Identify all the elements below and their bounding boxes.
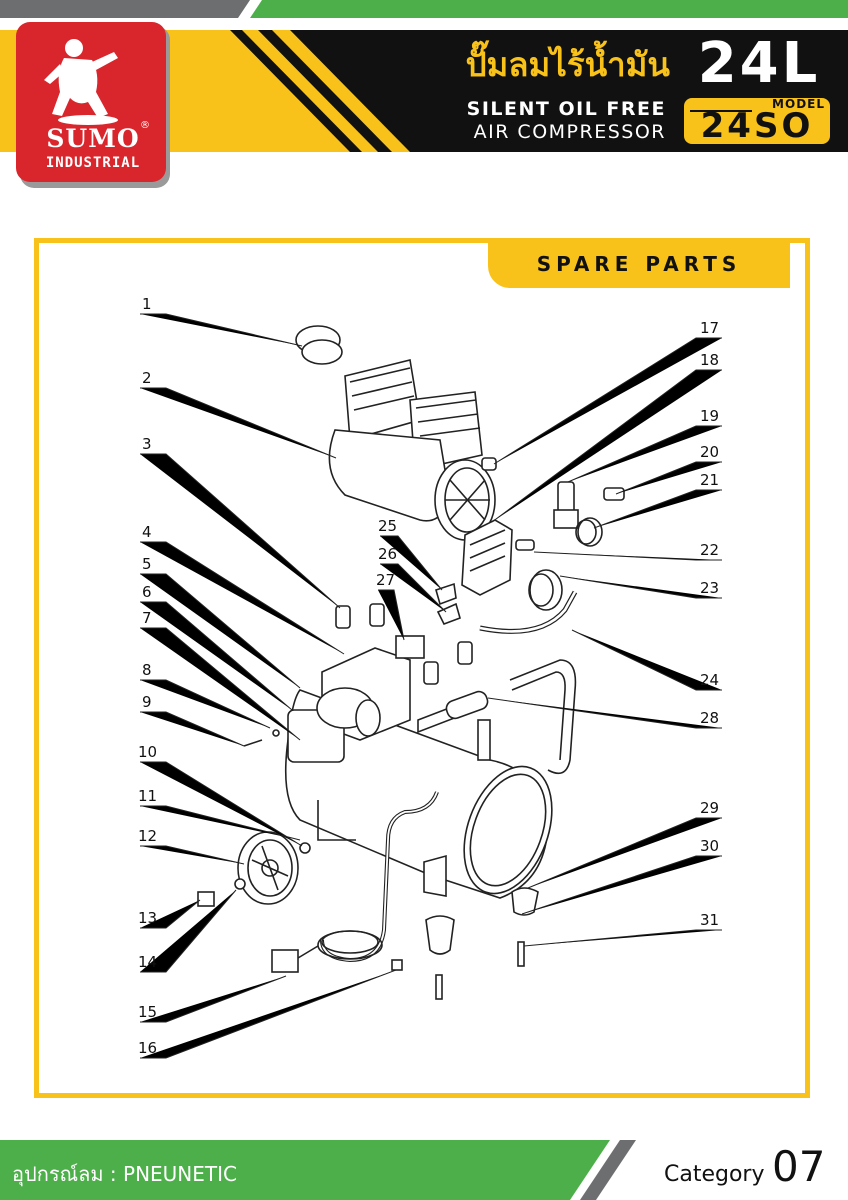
model-divider <box>690 110 752 112</box>
brand-logo <box>16 22 170 188</box>
product-title-line1: SILENT OIL FREE <box>466 98 666 120</box>
brand-subtitle: INDUSTRIAL <box>45 155 141 171</box>
parts-frame <box>34 238 810 1098</box>
leader-lines <box>140 313 722 1059</box>
part-label-22: 22 <box>700 541 719 559</box>
capacity-label: 24L <box>697 31 821 96</box>
diagram-drawing <box>197 325 625 1000</box>
part-label-10: 10 <box>138 743 157 761</box>
part-label-13: 13 <box>138 909 157 927</box>
part-label-14: 14 <box>138 953 157 971</box>
part-label-12: 12 <box>138 827 157 845</box>
model-badge <box>684 98 830 144</box>
part-label-11: 11 <box>138 787 157 805</box>
footer-category-label: Category <box>664 1162 765 1187</box>
footer-shapes <box>0 1140 848 1200</box>
part-label-17: 17 <box>700 319 719 337</box>
part-label-31: 31 <box>700 911 719 929</box>
part-label-26: 26 <box>378 545 397 563</box>
part-label-25: 25 <box>378 517 397 535</box>
sumo-wrestler-logo-icon <box>44 39 118 125</box>
part-label-4: 4 <box>142 523 152 541</box>
part-label-18: 18 <box>700 351 719 369</box>
model-number: 24SO <box>700 106 814 146</box>
part-label-16: 16 <box>138 1039 157 1057</box>
part-label-7: 7 <box>142 609 152 627</box>
page-footer <box>0 1140 848 1200</box>
product-title-thai: ปั๊มลมไร้น้ำมัน <box>465 45 670 84</box>
part-label-8: 8 <box>142 661 152 679</box>
part-label-24: 24 <box>700 671 719 689</box>
product-title-line2: AIR COMPRESSOR <box>473 121 666 143</box>
part-label-23: 23 <box>700 579 719 597</box>
part-label-21: 21 <box>700 471 719 489</box>
part-label-2: 2 <box>142 369 152 387</box>
part-label-1: 1 <box>142 295 152 313</box>
brand-name: SUMO <box>46 124 140 153</box>
part-label-28: 28 <box>700 709 719 727</box>
part-label-29: 29 <box>700 799 719 817</box>
registered-mark: ® <box>140 120 150 131</box>
part-label-3: 3 <box>142 435 152 453</box>
footer-category-name: อุปกรณ์ลม : PNEUNETIC <box>12 1162 237 1186</box>
model-label: MODEL <box>772 97 825 111</box>
part-label-9: 9 <box>142 693 152 711</box>
part-label-6: 6 <box>142 583 152 601</box>
part-label-30: 30 <box>700 837 719 855</box>
part-numbers: 1 2 3 4 5 6 7 8 9 10 11 12 13 14 15 16 1… <box>138 295 719 1057</box>
part-label-15: 15 <box>138 1003 157 1021</box>
part-label-5: 5 <box>142 555 152 573</box>
part-label-27: 27 <box>376 571 395 589</box>
part-label-20: 20 <box>700 443 719 461</box>
section-tab <box>488 242 790 288</box>
page-header: SUMO ® INDUSTRIAL ปั๊มลมไร้น้ำมัน SILENT… <box>0 0 848 200</box>
footer-page-number: 07 <box>772 1142 826 1191</box>
section-title: SPARE PARTS <box>536 252 742 276</box>
part-label-19: 19 <box>700 407 719 425</box>
